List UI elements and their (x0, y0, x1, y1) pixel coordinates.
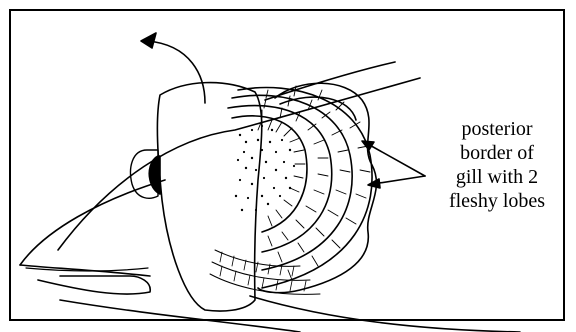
fish-snout (20, 180, 165, 265)
fish-back-line (265, 62, 395, 100)
gill-filaments (258, 86, 370, 280)
ventral-line (60, 300, 300, 332)
lower-jaw (38, 276, 150, 294)
fish-dorsal-outline (58, 78, 420, 250)
lift-arrow-shaft (148, 41, 205, 103)
annotation-line-2: border of (432, 141, 562, 165)
gill-posterior-border (258, 83, 376, 292)
annotation-line-1: posterior (432, 117, 562, 141)
annotation-line-4: fleshy lobes (432, 189, 562, 213)
annotation-line-3: gill with 2 (432, 165, 562, 189)
annotation-label: posterior border of gill with 2 fleshy l… (432, 117, 562, 213)
pointer-arrow-lower (373, 176, 425, 184)
gill-border-inner (280, 97, 356, 120)
lift-arrow-head (141, 33, 156, 48)
inner-gill-stipple (235, 125, 295, 211)
gill-arch-3 (232, 95, 352, 270)
pointer-arrow-lower-head (368, 179, 380, 188)
pointer-arrow-upper-head (362, 141, 374, 150)
lower-body-line (250, 296, 520, 332)
gill-arch-1 (232, 116, 307, 232)
